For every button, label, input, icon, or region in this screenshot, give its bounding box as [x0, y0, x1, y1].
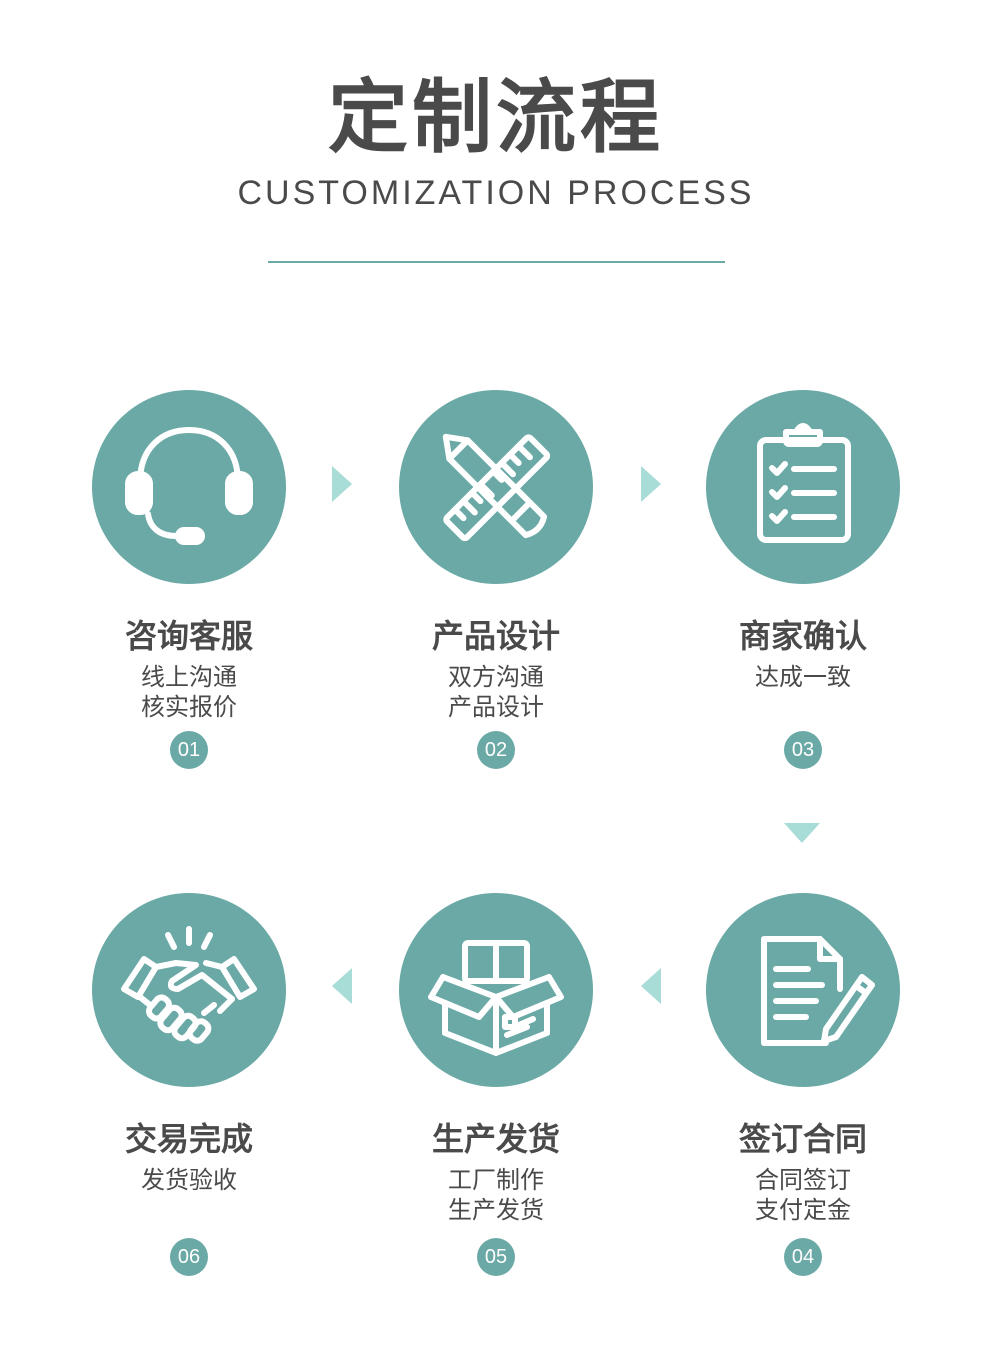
step-title: 咨询客服	[124, 617, 253, 655]
step-title: 签订合同	[738, 1120, 867, 1158]
step-line: 核实报价	[141, 693, 237, 721]
step-description: 线上沟通 核实报价	[59, 662, 319, 722]
step-number-badge: 03	[784, 731, 822, 769]
step-line: 发货验收	[141, 1166, 237, 1194]
step-title: 交易完成	[124, 1120, 253, 1158]
step-line: 线上沟通	[141, 663, 237, 691]
step-line: 达成一致	[755, 663, 851, 691]
step-line: 合同签订	[755, 1166, 851, 1194]
step-line: 产品设计	[448, 693, 544, 721]
step-line: 支付定金	[755, 1196, 851, 1224]
arrow-down-icon	[784, 823, 820, 843]
step-description: 达成一致	[673, 662, 933, 692]
step-line: 生产发货	[448, 1196, 544, 1224]
step-circle	[706, 390, 900, 584]
step-description: 合同签订 支付定金	[673, 1165, 933, 1225]
step-number-badge: 01	[170, 731, 208, 769]
step-number-badge: 02	[477, 731, 515, 769]
page-subtitle: CUSTOMIZATION PROCESS	[237, 174, 755, 212]
page-title: 定制流程	[328, 71, 664, 164]
arrow-left-icon	[641, 968, 661, 1004]
arrow-right-icon	[641, 466, 661, 502]
handshake-icon	[121, 926, 257, 1044]
title-divider	[268, 261, 725, 263]
step-number-badge: 04	[784, 1238, 822, 1276]
contract-sign-icon	[761, 936, 875, 1046]
clipboard-checklist-icon	[757, 423, 851, 543]
package-box-icon	[428, 940, 564, 1056]
step-circle	[92, 893, 286, 1087]
step-description: 双方沟通 产品设计	[366, 662, 626, 722]
step-description: 工厂制作 生产发货	[366, 1165, 626, 1225]
step-line: 双方沟通	[448, 663, 544, 691]
step-circle	[399, 390, 593, 584]
step-line: 工厂制作	[448, 1166, 544, 1194]
step-circle	[706, 893, 900, 1087]
headset-icon	[125, 427, 253, 545]
step-description: 发货验收	[59, 1165, 319, 1195]
step-title: 商家确认	[738, 617, 867, 655]
step-number-badge: 06	[170, 1238, 208, 1276]
arrow-right-icon	[332, 466, 352, 502]
step-circle	[92, 390, 286, 584]
step-circle	[399, 893, 593, 1087]
arrow-left-icon	[332, 968, 352, 1004]
step-number-badge: 05	[477, 1238, 515, 1276]
step-title: 产品设计	[431, 617, 560, 655]
step-title: 生产发货	[431, 1120, 560, 1158]
pencil-ruler-icon	[442, 433, 551, 542]
